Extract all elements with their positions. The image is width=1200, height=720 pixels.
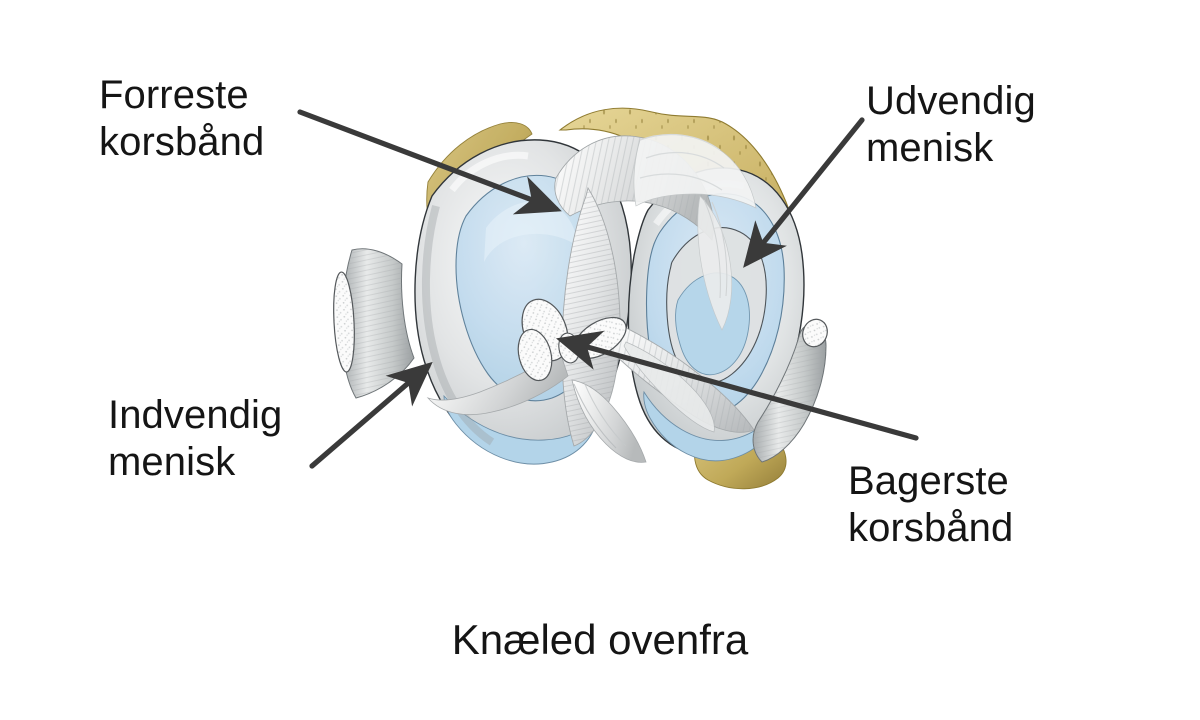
- cut-stump-acl-secondary: [517, 328, 553, 382]
- label-forreste-korsband: Forreste korsbånd: [99, 72, 264, 166]
- label-bagerste-korsband-line1: Bagerste: [848, 459, 1009, 503]
- label-udvendig-menisk-line1: Udvendig: [866, 79, 1036, 123]
- leader-lateral-meniscus: [743, 117, 865, 268]
- label-indvendig-menisk-line2: menisk: [108, 440, 236, 485]
- label-udvendig-menisk: Udvendig menisk: [866, 78, 1036, 172]
- posterior-capsule-fibres: [633, 133, 757, 331]
- lateral-collateral-ligament-cut: [752, 318, 828, 463]
- label-bagerste-korsband-line2: korsbånd: [848, 506, 1014, 551]
- label-bagerste-korsband: Bagerste korsbånd: [848, 458, 1013, 552]
- label-indvendig-menisk-line1: Indvendig: [108, 393, 283, 437]
- label-forreste-korsband-line1: Forreste: [99, 73, 249, 117]
- leader-posterior-cruciate: [555, 330, 919, 441]
- leader-anterior-cruciate: [297, 109, 562, 215]
- leader-medial-meniscus: [309, 361, 433, 469]
- figure-caption: Knæled ovenfra: [451, 616, 749, 663]
- mcl-cut-face: [333, 271, 355, 373]
- leader-lines: [297, 109, 919, 469]
- medial-collateral-ligament-cut: [333, 248, 415, 399]
- label-forreste-korsband-line2: korsbånd: [99, 120, 265, 165]
- label-indvendig-menisk: Indvendig menisk: [108, 392, 282, 486]
- lcl-cut-face: [802, 318, 828, 348]
- label-udvendig-menisk-line2: menisk: [866, 126, 994, 171]
